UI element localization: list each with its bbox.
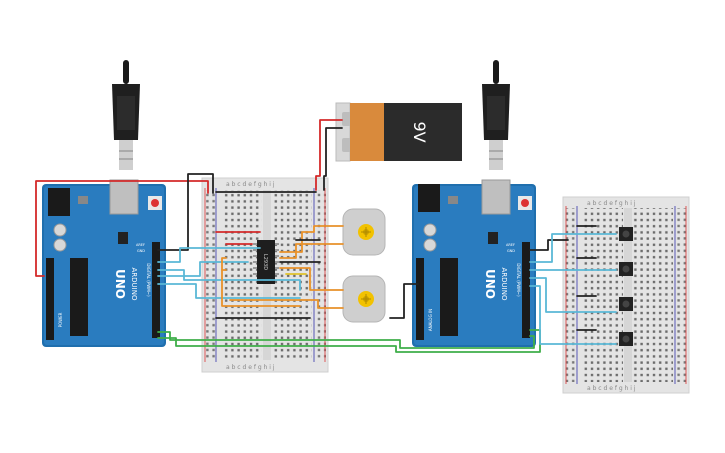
wires: [35, 119, 617, 353]
arduino-uno-right: ARDUINO UNO DIGITAL (PWM~) ANALOG IN ARE…: [412, 179, 536, 347]
arduino-right-model: UNO: [483, 269, 497, 299]
wire-green: [157, 331, 535, 349]
wire-black: [529, 239, 569, 251]
wire-red-battery: [315, 119, 343, 191]
wire-orange: [221, 257, 301, 307]
battery-label: 9V: [410, 121, 429, 142]
push-buttons: [619, 227, 633, 346]
arduino-right-gnd-label: GND: [507, 249, 515, 253]
arduino-right-brand: ARDUINO: [500, 268, 508, 301]
battery-body: [384, 103, 462, 161]
breadboard-left-letters-bottom: a b c d e f g h i j: [226, 364, 275, 371]
breadboard-left: a b c d e f g h i j a b c d e f g h i j: [201, 177, 329, 373]
arduino-right-aref-label: AREF: [506, 243, 515, 247]
wire-orange: [279, 267, 344, 291]
breadboard-right-letters-bottom: a b c d e f g h i j: [587, 385, 636, 392]
arduino-left-model: UNO: [113, 269, 127, 299]
wire-orange: [279, 225, 344, 253]
breadboard-left-letters-top: a b c d e f g h i j: [226, 181, 275, 188]
arduino-left-digital-label: DIGITAL (PWM~): [146, 263, 151, 297]
push-button[interactable]: [619, 262, 633, 276]
l293d-chip-label: L293D: [262, 254, 268, 270]
wire-orange: [229, 299, 344, 309]
usb-cable-left: [112, 60, 140, 170]
wire-cyan: [529, 285, 617, 345]
wire-cyan: [157, 247, 261, 263]
battery-9v: 9V: [335, 102, 462, 162]
arduino-left-power-label: POWER: [58, 312, 63, 327]
push-button[interactable]: [619, 227, 633, 241]
wire-cyan: [529, 233, 617, 263]
push-button[interactable]: [619, 297, 633, 311]
arduino-right-analog-label: ANALOG IN: [428, 309, 433, 331]
wire-cyan: [529, 277, 617, 313]
breadboard-right-letters-top: a b c d e f g h i j: [587, 200, 636, 207]
battery-band: [350, 103, 384, 161]
wire-cyan: [157, 261, 249, 277]
arduino-left-gnd-label: GND: [137, 249, 145, 253]
arduino-left-brand: ARDUINO: [130, 268, 138, 301]
wire-black-battery: [323, 127, 343, 191]
arduino-uno-left: ARDUINO UNO DIGITAL (PWM~) POWER AREF GN…: [42, 179, 166, 347]
usb-cable-right: [482, 60, 510, 170]
wire-black: [389, 283, 419, 319]
push-button[interactable]: [619, 332, 633, 346]
l293d-chip: L293D: [253, 240, 279, 284]
wire-cyan: [157, 283, 301, 299]
arduino-left-aref-label: AREF: [136, 243, 145, 247]
dc-motor-top: [342, 208, 386, 256]
arduino-right-digital-label: DIGITAL (PWM~): [516, 263, 521, 297]
wire-red: [35, 180, 209, 277]
dc-motor-bottom: [342, 275, 386, 323]
breadboard-right: a b c d e f g h i j a b c d e f g h i j: [562, 196, 690, 394]
wire-cyan: [157, 269, 301, 291]
wire-black: [157, 173, 214, 251]
wire-orange: [279, 243, 344, 259]
